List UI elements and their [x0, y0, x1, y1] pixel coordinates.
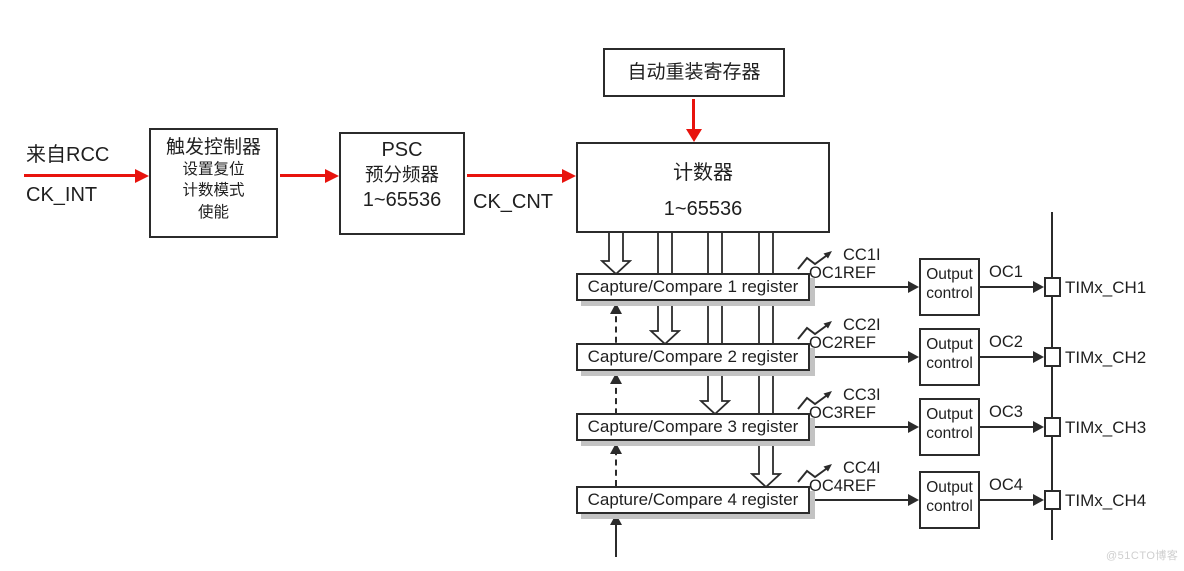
trigger-controller-line-2: 计数模式: [182, 182, 245, 200]
red-arrow-psc-counter-head-icon: [562, 169, 576, 183]
bus-arrow-ch1-icon: [600, 233, 632, 275]
output2-to-pin-line: [980, 356, 1034, 358]
oc1-label: OC1: [989, 263, 1023, 281]
cc1-interrupt-zigzag-icon: [797, 251, 832, 270]
oc4-label: OC4: [989, 476, 1023, 494]
output4-to-pin-head-icon: [1033, 494, 1044, 506]
red-arrow-reload-counter-head-icon: [686, 129, 702, 142]
trigger-controller-line-1: 设置复位: [182, 161, 245, 178]
reg3-to-output-line: [810, 426, 909, 428]
reg4-to-output-head-icon: [908, 494, 919, 506]
reg3-to-output-head-icon: [908, 421, 919, 433]
output1-to-pin-line: [980, 286, 1034, 288]
capture-compare-4-register-box: Capture/Compare 4 register: [576, 486, 810, 514]
reg2-to-output-head-icon: [908, 351, 919, 363]
psc-range: 1~65536: [362, 188, 442, 211]
auto-reload-register-box: 自动重装寄存器: [603, 48, 785, 97]
ch2-pin-square: [1044, 347, 1061, 367]
oc1ref-label: OC1REF: [809, 264, 876, 282]
capture-compare-3-register-box: Capture/Compare 3 register: [576, 413, 810, 441]
red-arrow-rcc-head-icon: [135, 169, 149, 183]
output2-to-pin-head-icon: [1033, 351, 1044, 363]
capture-arrow-reg3-icon: [610, 443, 622, 454]
output-control-4-box: Output control: [919, 471, 980, 529]
ch4-pin-square: [1044, 490, 1061, 510]
ch1-pin-square: [1044, 277, 1061, 297]
capture-compare-1-register-label: Capture/Compare 1 register: [587, 277, 799, 296]
psc-subtitle: 预分频器: [364, 164, 439, 185]
timx-ch1-label: TIMx_CH1: [1065, 278, 1147, 297]
oc3ref-label: OC3REF: [809, 404, 876, 422]
cc4-interrupt-zigzag-icon: [797, 464, 832, 483]
oc2ref-label: OC2REF: [809, 334, 876, 352]
capture-arrow-reg4-icon: [610, 514, 622, 525]
timx-ch3-label: TIMx_CH3: [1065, 418, 1147, 437]
capture-compare-3-register-label: Capture/Compare 3 register: [587, 417, 799, 436]
cc2-interrupt-zigzag-icon: [797, 321, 832, 340]
cc2i-label: CC2I: [843, 316, 881, 334]
timx-ch2-label: TIMx_CH2: [1065, 348, 1147, 367]
red-arrow-trigger-psc-head-icon: [325, 169, 339, 183]
output-control-4-line1: Output: [926, 479, 973, 496]
oc3-label: OC3: [989, 403, 1023, 421]
output4-to-pin-line: [980, 499, 1034, 501]
oc4ref-label: OC4REF: [809, 477, 876, 495]
reg2-to-output-line: [810, 356, 909, 358]
bus-arrow-ch3-icon: [699, 233, 731, 415]
auto-reload-register-label: 自动重装寄存器: [627, 62, 761, 83]
watermark: @51CTO博客: [1106, 550, 1179, 562]
output3-to-pin-head-icon: [1033, 421, 1044, 433]
counter-range: 1~65536: [663, 198, 743, 220]
cc1i-label: CC1I: [843, 246, 881, 264]
psc-prescaler-box: PSC 预分频器 1~65536: [339, 132, 465, 235]
capture-compare-2-register-box: Capture/Compare 2 register: [576, 343, 810, 371]
capture-compare-1-register-box: Capture/Compare 1 register: [576, 273, 810, 301]
cc4i-label: CC4I: [843, 459, 881, 477]
ck-cnt-label: CK_CNT: [473, 191, 554, 213]
capture-input-solid-line: [615, 524, 617, 557]
trigger-controller-box: 触发控制器 设置复位 计数模式 使能: [149, 128, 278, 238]
channel-pin-rail-line: [1051, 212, 1053, 540]
reg1-to-output-line: [810, 286, 909, 288]
oc2-label: OC2: [989, 333, 1023, 351]
output-control-3-line2: control: [926, 424, 973, 442]
red-arrow-rcc-line: [24, 174, 137, 177]
output-control-4-line2: control: [926, 497, 973, 515]
output3-to-pin-line: [980, 426, 1034, 428]
output-control-1-box: Output control: [919, 258, 980, 316]
cc3-interrupt-zigzag-icon: [797, 391, 832, 410]
capture-compare-4-register-label: Capture/Compare 4 register: [587, 490, 799, 509]
psc-title: PSC: [381, 139, 423, 161]
output-control-1-line2: control: [926, 284, 973, 302]
reg1-to-output-head-icon: [908, 281, 919, 293]
counter-title: 计数器: [673, 162, 733, 184]
capture-input-dashed-line: [615, 306, 617, 486]
timx-ch4-label: TIMx_CH4: [1065, 491, 1147, 510]
output-control-3-line1: Output: [926, 406, 973, 423]
output-control-1-line1: Output: [926, 266, 973, 283]
cc3i-label: CC3I: [843, 386, 881, 404]
red-arrow-psc-counter-line: [467, 174, 564, 177]
red-arrow-reload-counter-line: [692, 99, 695, 130]
output-control-3-box: Output control: [919, 398, 980, 456]
capture-compare-2-register-label: Capture/Compare 2 register: [587, 347, 799, 366]
ck-int-label: CK_INT: [26, 184, 98, 206]
output-control-2-line2: control: [926, 354, 973, 372]
output-control-2-box: Output control: [919, 328, 980, 386]
output-control-2-line1: Output: [926, 336, 973, 353]
red-arrow-trigger-psc-line: [280, 174, 326, 177]
trigger-controller-title: 触发控制器: [165, 137, 261, 158]
trigger-controller-line-3: 使能: [197, 203, 229, 221]
reg4-to-output-line: [810, 499, 909, 501]
capture-arrow-reg1-icon: [610, 303, 622, 314]
output1-to-pin-head-icon: [1033, 281, 1044, 293]
from-rcc-label: 来自RCC: [26, 144, 110, 166]
counter-box: 计数器 1~65536: [576, 142, 830, 233]
ch3-pin-square: [1044, 417, 1061, 437]
capture-arrow-reg2-icon: [610, 373, 622, 384]
